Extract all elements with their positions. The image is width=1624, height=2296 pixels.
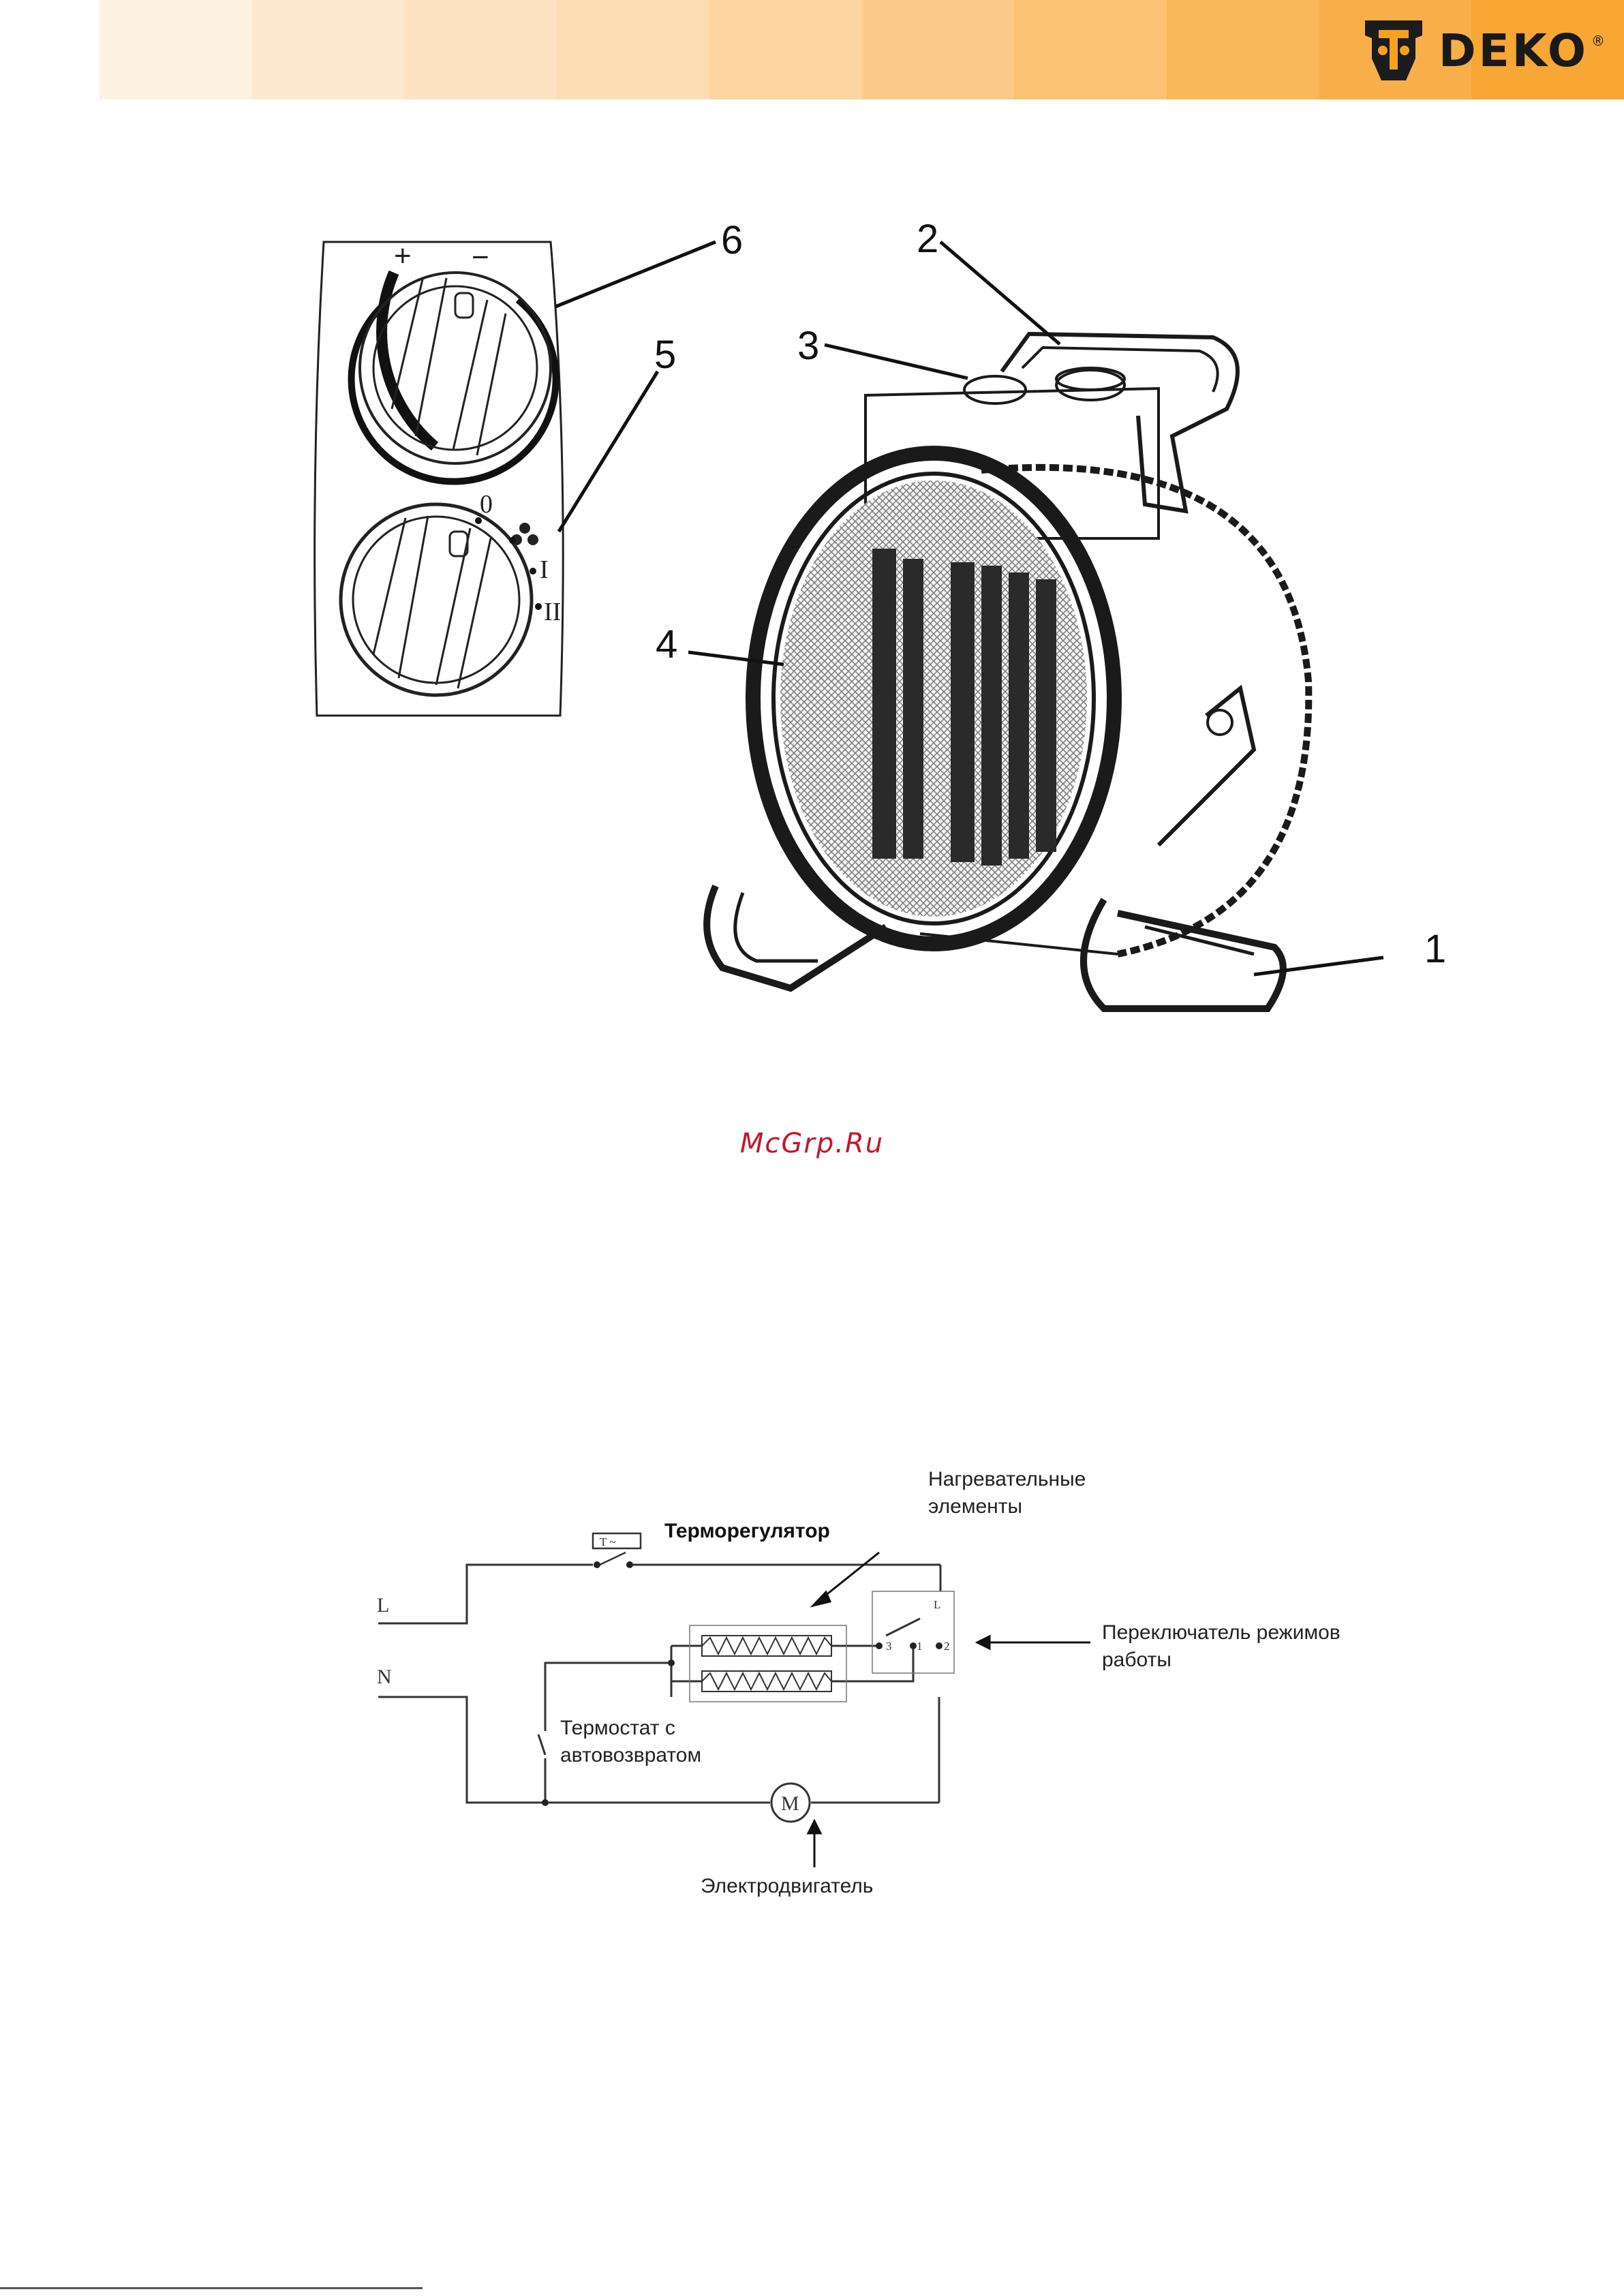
control-panel xyxy=(315,242,564,716)
heater-body xyxy=(707,334,1308,1009)
switch-pos-1: 1 xyxy=(917,1640,923,1653)
mode-switch-label-2: работы xyxy=(1102,1649,1171,1671)
callout-2: 2 xyxy=(917,217,938,261)
mode-one-label: I xyxy=(540,555,549,584)
motor-letter: M xyxy=(781,1792,799,1815)
bottom-rule xyxy=(0,2287,423,2289)
thermostat-dial xyxy=(352,273,556,482)
callout-3: 3 xyxy=(797,324,819,368)
mode-zero-label: 0 xyxy=(480,490,493,519)
callout-1: 1 xyxy=(1424,927,1446,971)
callout-5: 5 xyxy=(654,333,676,377)
mode-two-label: II xyxy=(544,598,561,626)
thermoregulator-label: Терморегулятор xyxy=(664,1520,830,1542)
dial-minus-label: − xyxy=(472,241,489,274)
motor-label: Электродвигатель xyxy=(701,1875,873,1897)
wires xyxy=(378,1565,954,1803)
dial-plus-label: + xyxy=(394,239,412,273)
heating-elements-label-1: Нагревательные xyxy=(928,1468,1086,1490)
switch-pos-3: 3 xyxy=(886,1640,892,1653)
line-N-label: N xyxy=(377,1666,392,1688)
callout-6: 6 xyxy=(721,218,743,262)
line-L-label: L xyxy=(377,1594,389,1617)
mode-switch-label-1: Переключатель режимов xyxy=(1102,1621,1340,1644)
mode-dial xyxy=(341,504,532,695)
watermark: McGrp.Ru xyxy=(0,1128,1624,1159)
thermostat-label-2: автовозвратом xyxy=(560,1744,701,1766)
wiring-diagram: T ~ M 3 1 2 L L N Терморегулятор Нагрева… xyxy=(0,1431,1624,1922)
junction-dots xyxy=(542,1561,943,1806)
thermoregulator-tag: T ~ xyxy=(600,1535,616,1548)
callout-4: 4 xyxy=(656,622,677,667)
heating-elements-label-2: элементы xyxy=(928,1495,1022,1518)
thermostat-label-1: Термостат с xyxy=(560,1717,675,1739)
switch-pos-L: L xyxy=(934,1598,940,1611)
switch-pos-2: 2 xyxy=(944,1640,950,1653)
heater-figure: + − 0 I II xyxy=(0,0,1624,1090)
annotation-arrows xyxy=(808,1552,1090,1867)
heating-elements-symbol xyxy=(702,1636,831,1692)
